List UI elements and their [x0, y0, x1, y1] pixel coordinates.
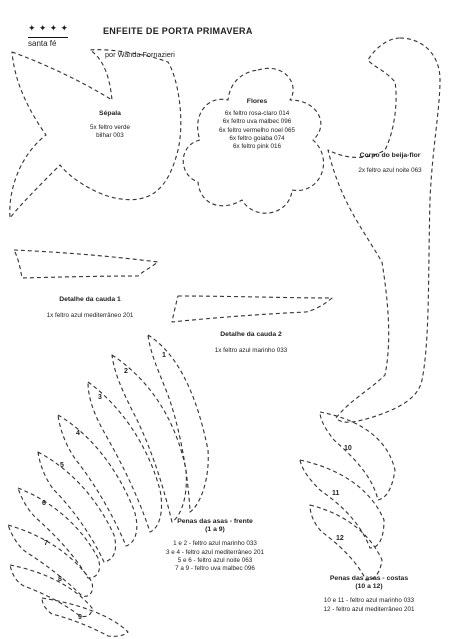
frente-line: 5 e 6 - feltro azul noite 063: [177, 556, 253, 564]
feather-outline-7: [7, 524, 94, 597]
sepala-line2: bilhar 003: [96, 132, 124, 140]
cauda1-line1: 1x feltro azul mediterrâneo 201: [46, 312, 134, 320]
feather-outline-6: [17, 487, 101, 579]
santa-fe-logo: ✦✦✦✦ santa fé: [28, 24, 68, 48]
feather-number: 11: [332, 490, 340, 497]
feather-number: 8: [58, 576, 62, 583]
sepala-outline: [9, 49, 182, 219]
cauda2-info: Detalhe da cauda 2 1x feltro azul marinh…: [196, 331, 306, 355]
feather-outline-5: [37, 451, 117, 563]
cauda1-info: Detalhe da cauda 1 1x feltro azul medite…: [30, 296, 150, 320]
corpo-label: Corpo do beija-flor: [359, 152, 421, 159]
frente-sub: (1 a 9): [205, 526, 225, 534]
cauda2-label: Detalhe da cauda 2: [220, 331, 282, 338]
logo-rule: [28, 33, 68, 38]
feather-outline-8: [9, 564, 93, 618]
frente-info: Penas das asas - frente (1 a 9) 1 e 2 - …: [150, 518, 280, 573]
feather-outline-10: [319, 411, 396, 501]
flower-outline: [182, 67, 325, 214]
corpo-line1: 2x feltro azul noite 063: [358, 167, 422, 175]
cauda2-line1: 1x feltro azul marinho 033: [214, 347, 288, 355]
flores-line: 6x feltro goiaba 074: [229, 134, 285, 142]
feather-outline-2: [111, 354, 187, 523]
flores-info: Flores 6x feltro rosa-claro 014 6x feltr…: [202, 98, 312, 151]
feather-number: 7: [44, 540, 48, 547]
page-title: ENFEITE DE PORTA PRIMAVERA: [103, 26, 253, 36]
costas-sub: (10 a 12): [355, 583, 383, 591]
tail2-outline: [171, 295, 333, 323]
feather-outline-4: [57, 414, 138, 547]
costas-line: 12 - feltro azul mediterrâneo 201: [323, 605, 415, 613]
feather-number: 10: [344, 445, 352, 452]
feather-outline-1: [147, 334, 209, 513]
feather-number: 1: [162, 352, 166, 359]
feather-outline-3: [87, 381, 163, 533]
frente-label: Penas das asas - frente: [177, 518, 253, 525]
costas-line: 10 e 11 - feltro azul marinho 033: [323, 597, 415, 605]
feather-number: 4: [76, 430, 80, 437]
feather-number: 2: [124, 368, 128, 375]
tail1-outline: [13, 249, 159, 279]
flores-line: 6x feltro rosa-claro 014: [224, 110, 290, 118]
feather-number: 5: [60, 462, 64, 469]
feather-outline-12: [309, 504, 383, 581]
brand-name: santa fé: [28, 39, 57, 48]
body-outline: [327, 37, 441, 423]
flores-line: 6x feltro vermelho noel 065: [219, 126, 295, 134]
sepala-line1: 5x feltro verde: [90, 124, 130, 132]
feather-number: 12: [336, 535, 344, 542]
feather-number: 3: [98, 394, 102, 401]
cauda1-label: Detalhe da cauda 1: [59, 296, 121, 303]
feather-number: 9: [78, 614, 82, 621]
author-credit: por Wanda Fornazieri: [105, 50, 175, 59]
flores-line: 6x feltro pink 016: [233, 143, 281, 151]
feather-number: 6: [42, 500, 46, 507]
costas-label: Penas das asas - costas: [329, 575, 409, 582]
flores-label: Flores: [246, 98, 268, 105]
costas-info: Penas das asas - costas (10 a 12) 10 e 1…: [304, 575, 434, 614]
sepala-info: Sépala 5x feltro verde bilhar 003: [78, 110, 142, 141]
frente-line: 1 e 2 - feltro azul marinho 033: [173, 540, 257, 548]
corpo-info: Corpo do beija-flor 2x feltro azul noite…: [340, 152, 440, 175]
sepala-label: Sépala: [99, 110, 121, 117]
frente-line: 3 e 4 - feltro azul mediterrâneo 201: [165, 548, 264, 556]
frente-line: 7 a 9 - feltro uva malbec 096: [175, 565, 255, 573]
flores-line: 6x feltro uva malbec 096: [222, 118, 292, 126]
crown-icon: ✦✦✦✦: [28, 23, 68, 33]
feather-outline-9: [41, 597, 129, 637]
feather-outline-11: [299, 459, 385, 549]
